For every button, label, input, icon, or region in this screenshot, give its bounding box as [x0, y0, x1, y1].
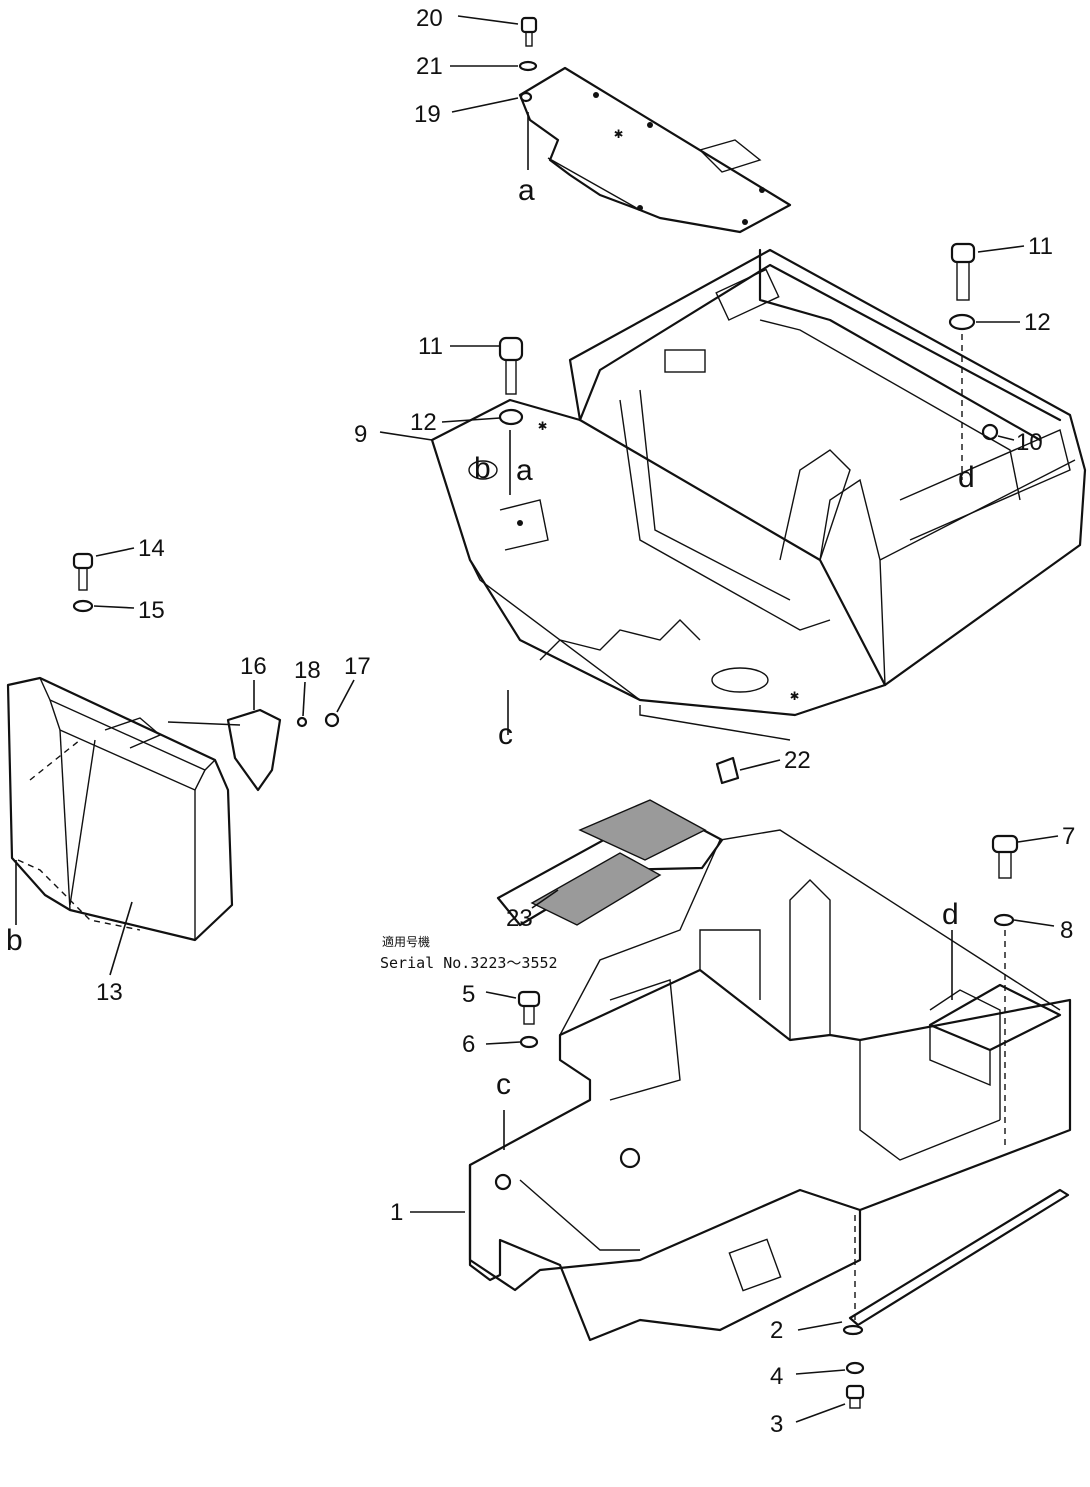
callout-11-left: 11 [418, 333, 443, 360]
svg-text:✱: ✱ [538, 416, 547, 434]
washer-12-left-icon [498, 408, 524, 426]
ref-d-low: d [942, 898, 959, 931]
svg-text:✱: ✱ [790, 686, 799, 704]
callout-6: 6 [462, 1031, 475, 1058]
washer-15-icon [72, 599, 94, 613]
top-cover-plate: ✱ [518, 66, 792, 234]
hole-19-icon [519, 91, 533, 103]
ref-b-left: b [6, 924, 23, 957]
washer-8-icon [993, 913, 1015, 927]
callout-2: 2 [770, 1317, 783, 1344]
svg-text:✱: ✱ [614, 124, 623, 142]
nut-17-icon [324, 712, 340, 728]
callout-18: 18 [294, 657, 321, 684]
callout-9: 9 [354, 421, 367, 448]
callout-10: 10 [1016, 429, 1043, 456]
serial-note: Serial No.3223～3552 [380, 954, 558, 972]
cap-22-icon [715, 756, 740, 785]
washer-12-right-icon [948, 313, 976, 331]
callout-3: 3 [770, 1411, 783, 1438]
bolt-3-icon [845, 1384, 865, 1409]
callout-21: 21 [416, 53, 443, 80]
ref-a-mid: a [516, 454, 533, 487]
callout-4: 4 [770, 1363, 783, 1390]
washer-21-icon [518, 60, 538, 72]
callout-23: 23 [506, 905, 533, 932]
callout-15: 15 [138, 597, 165, 624]
bolt-11-left-icon [498, 336, 524, 395]
ref-a-top: a [518, 174, 535, 207]
callout-12-right: 12 [1024, 309, 1051, 336]
callout-17: 17 [344, 653, 371, 680]
washer-18-icon [296, 716, 308, 728]
plate-2-icon [842, 1324, 864, 1336]
bolt-10-icon [981, 423, 999, 441]
callout-12-left: 12 [410, 409, 437, 436]
ref-c-mid: c [498, 718, 513, 751]
side-rail [848, 1188, 1070, 1327]
callout-20: 20 [416, 5, 443, 32]
callout-5: 5 [462, 981, 475, 1008]
bolt-20-icon [520, 16, 538, 47]
callout-13: 13 [96, 979, 123, 1006]
ref-c-low: c [496, 1068, 511, 1101]
washer-4-icon [845, 1361, 865, 1375]
callout-7: 7 [1062, 823, 1075, 850]
ref-b-mid: b [474, 452, 491, 485]
callout-16: 16 [240, 653, 267, 680]
lower-frame [468, 829, 1072, 1342]
serial-note-jp: 適用号機 [382, 934, 430, 949]
bolt-14-icon [72, 552, 94, 591]
callout-11-right: 11 [1028, 233, 1053, 260]
upper-frame: ✱ ✱ [430, 248, 1087, 741]
floor-plate-23 [496, 799, 724, 927]
bolt-7-icon [991, 834, 1019, 879]
bolt-11-right-icon [950, 242, 976, 301]
callout-1: 1 [390, 1199, 403, 1226]
callout-leaders [93, 15, 1059, 1423]
washer-6-icon [519, 1035, 539, 1049]
bolt-5-icon [517, 990, 541, 1025]
callout-14: 14 [138, 535, 165, 562]
side-cover [6, 676, 234, 942]
ref-d-right: d [958, 461, 975, 494]
callout-8: 8 [1060, 917, 1073, 944]
bracket-16 [226, 708, 282, 792]
callout-22: 22 [784, 747, 811, 774]
callout-19: 19 [414, 101, 441, 128]
